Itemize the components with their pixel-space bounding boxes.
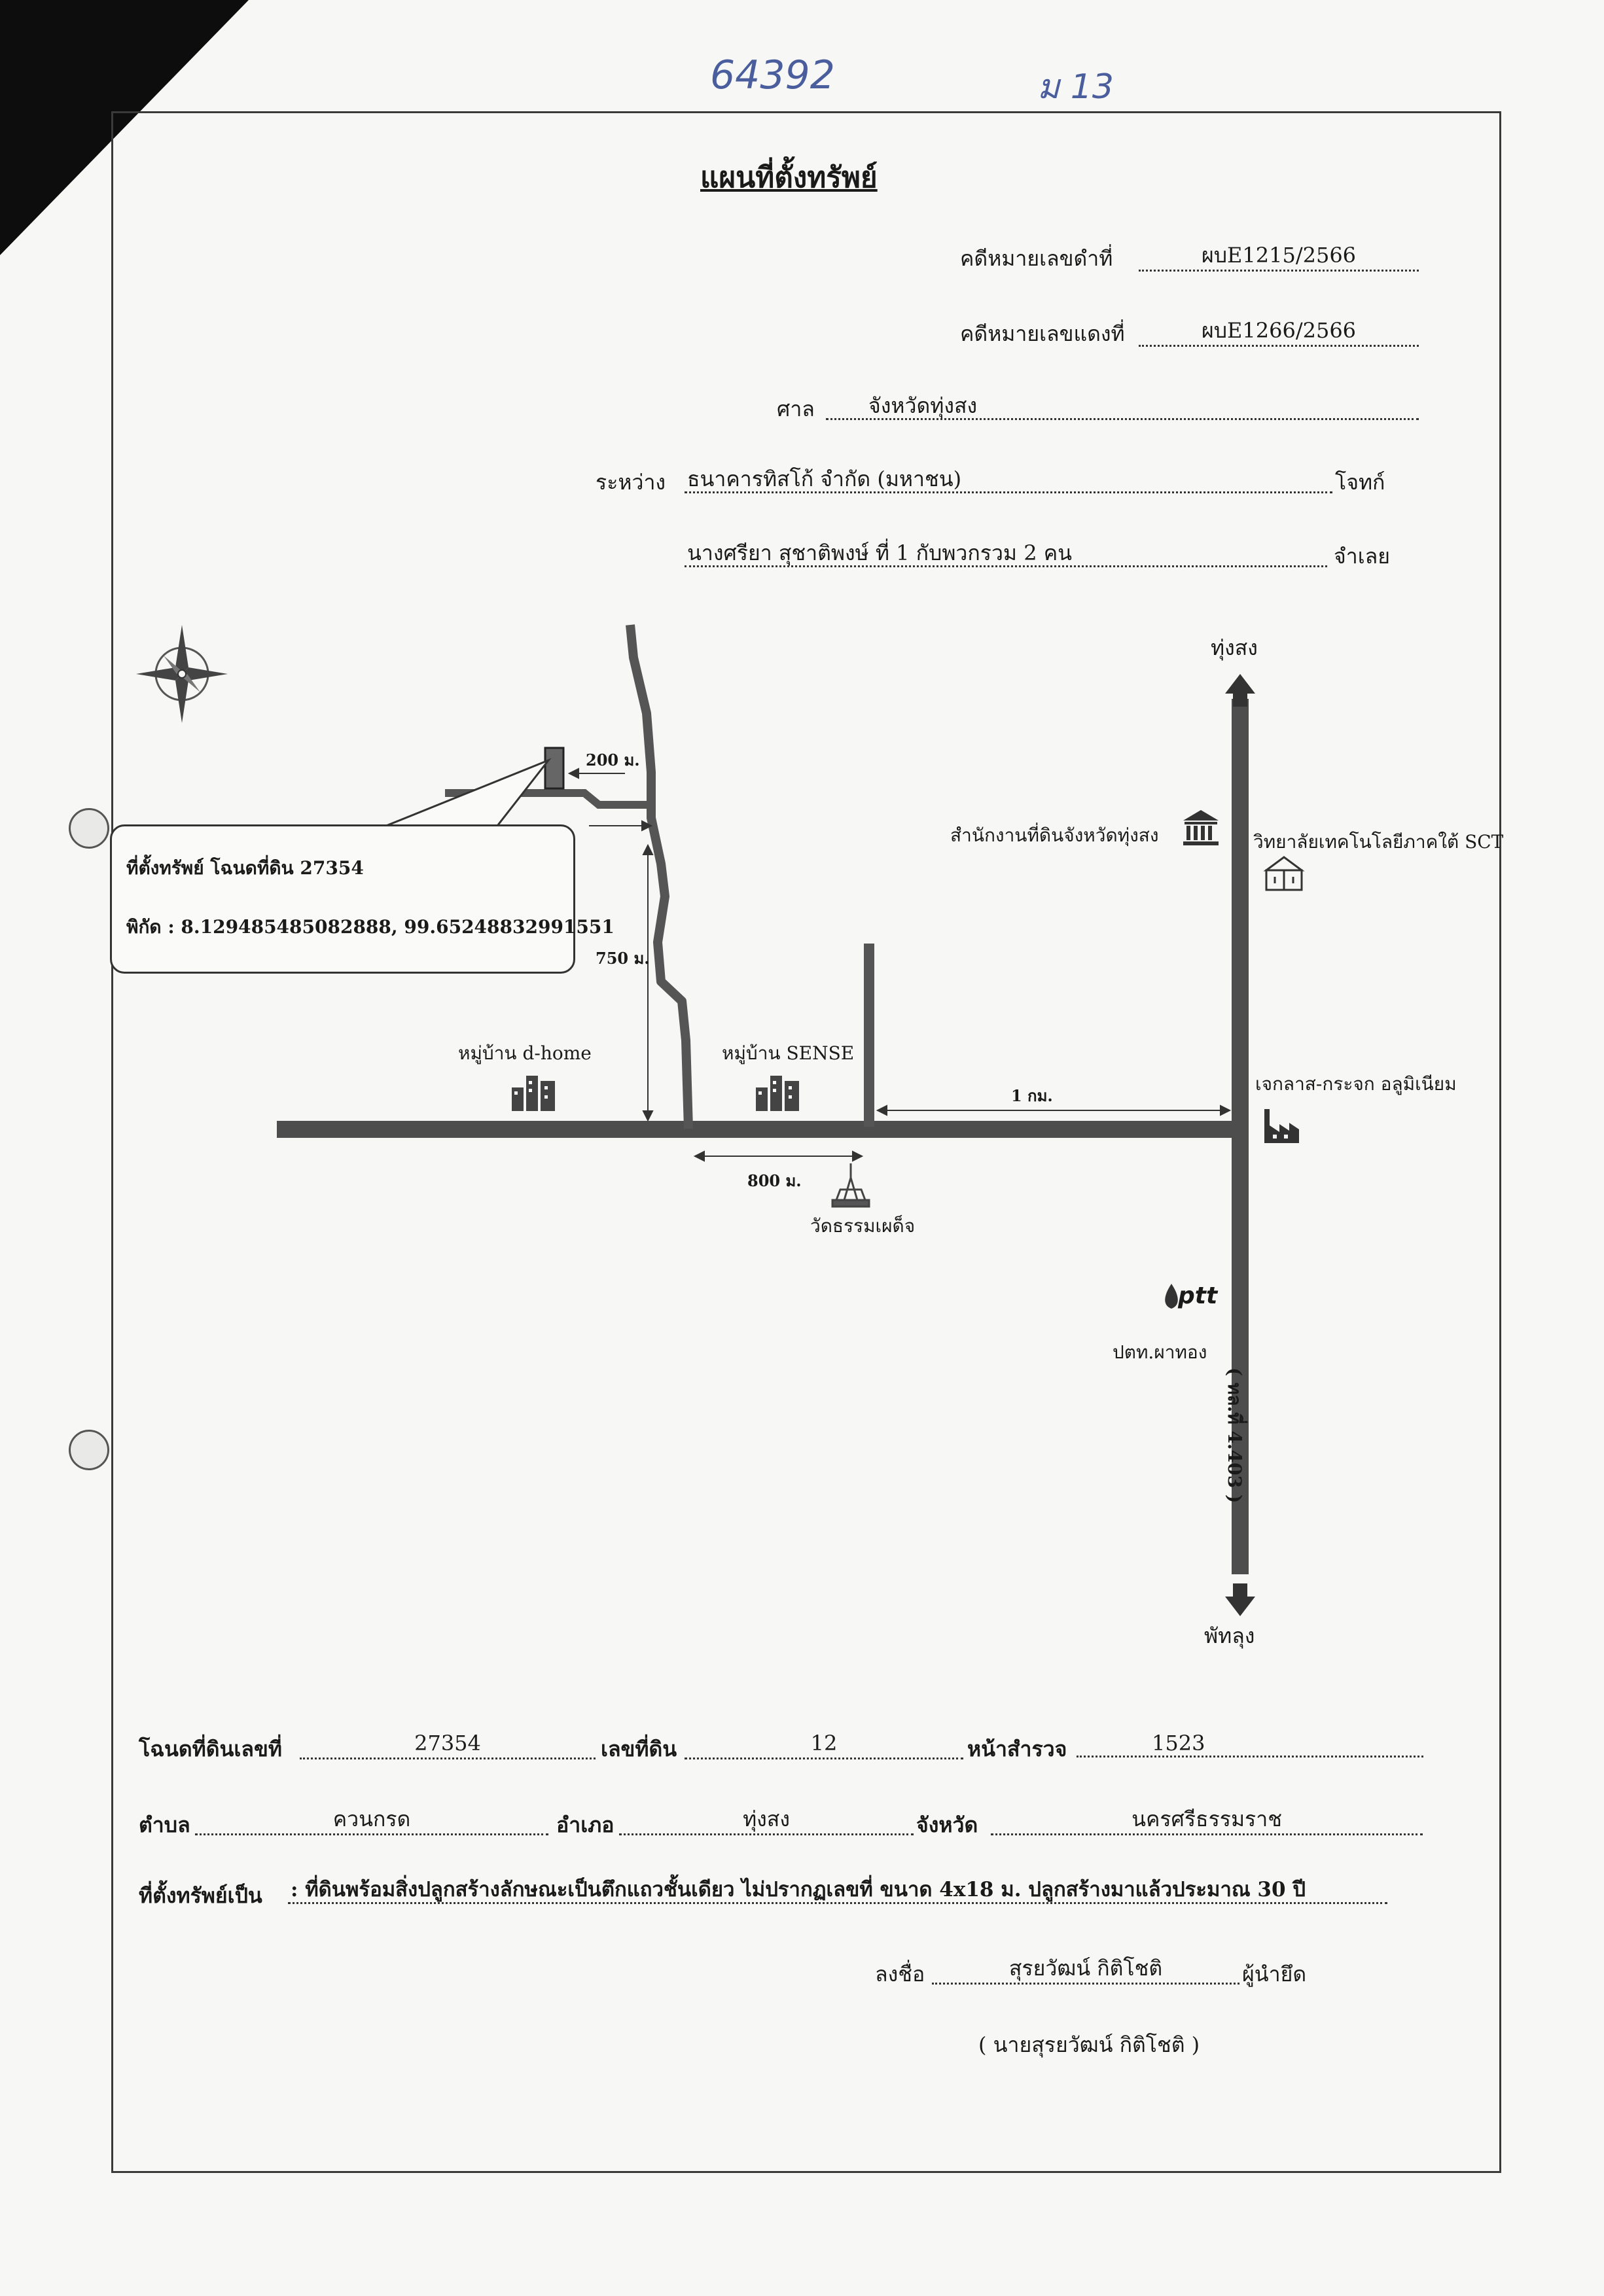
side-road-east [864, 944, 874, 1127]
arrow-north-icon [1225, 674, 1255, 707]
ptt-logo: ptt [1178, 1282, 1218, 1309]
handwritten-mark: ม 13 [1037, 67, 1114, 107]
main-road [277, 1121, 1240, 1138]
factory-label: เจกลาส-กระจก อลูมิเนียม [1255, 1073, 1457, 1095]
property-type-label: ที่ตั้งทรัพย์เป็น [139, 1883, 262, 1908]
survey-page-value: 1523 [1077, 1729, 1423, 1757]
village-sense-label: หมู่บ้าน SENSE [722, 1042, 855, 1064]
district-label: อำเภอ [556, 1812, 615, 1837]
destination-north: ทุ่งสง [1211, 635, 1258, 660]
district-value: ทุ่งสง [619, 1805, 914, 1835]
property-type-value: : ที่ดินพร้อมสิ่งปลูกสร้างลักษณะเป็นตึกแ… [288, 1875, 1387, 1904]
handwritten-number: 64392 [710, 52, 835, 98]
scan-corner-fold [0, 0, 249, 255]
survey-page-label: หน้าสำรวจ [967, 1737, 1067, 1761]
deed-value: 27354 [300, 1729, 596, 1759]
plaintiff-value: ธนาคารทิสโก้ จำกัด (มหาชน) [685, 465, 1332, 493]
red-case-value: ผบE1266/2566 [1139, 316, 1419, 347]
callout-deed: ที่ตั้งทรัพย์ โฉนดที่ดิน 27354 [126, 857, 364, 879]
plaintiff-label: โจทก์ [1335, 470, 1385, 495]
distance-800m: 800 ม. [747, 1171, 802, 1190]
highway-code: ( ทล.ที่ 4.403 ) [1224, 1368, 1245, 1504]
subdistrict-value: ควนกรด [195, 1805, 548, 1835]
defendant-value: นางศรียา สุชาติพงษ์ ที่ 1 กับพวกรวม 2 คน [685, 539, 1327, 567]
property-marker [544, 747, 565, 790]
college-label: วิทยาลัยเทคโนโลยีภาคใต้ SCT [1253, 831, 1504, 853]
defendant-label: จำเลย [1334, 544, 1391, 569]
village-sense-icon [756, 1076, 799, 1111]
subdistrict-label: ตำบล [139, 1812, 190, 1837]
distance-750m: 750 ม. [596, 949, 650, 968]
temple-icon [831, 1163, 870, 1208]
ptt-drop-icon [1165, 1284, 1178, 1309]
ptt-station-label: ปตท.ผาทอง [1113, 1341, 1207, 1363]
arrow-south-icon [1225, 1583, 1255, 1616]
document-title: แผนที่ตั้งทรัพย์ [700, 161, 878, 194]
temple-label: วัดธรรมเผด็จ [810, 1215, 916, 1237]
signature-label: ลงชื่อ [875, 1962, 925, 1987]
destination-south: พัทลุง [1204, 1623, 1255, 1648]
signature-role: ผู้นำยึด [1242, 1962, 1307, 1987]
document-frame [111, 111, 1501, 2173]
callout-coordinates: พิกัด : 8.129485485082888, 99.6524883299… [126, 916, 615, 938]
black-case-value: ผบE1215/2566 [1139, 241, 1419, 272]
punch-hole-bottom [69, 1430, 109, 1470]
printed-name: ( นายสุรยวัฒน์ กิติโชติ ) [978, 2032, 1200, 2057]
between-label: ระหว่าง [596, 470, 666, 495]
court-value: จังหวัดทุ่งสง [826, 391, 1419, 420]
punch-hole-top [69, 808, 109, 849]
callout-pointer [385, 758, 552, 827]
land-office-icon [1183, 810, 1219, 845]
distance-arrows [567, 768, 1232, 1162]
access-road [626, 624, 693, 1129]
signature-value: สุรยวัฒน์ กิติโชติ [932, 1954, 1239, 1985]
village-dhome-icon [512, 1076, 555, 1111]
distance-200m: 200 ม. [586, 751, 640, 769]
deed-label: โฉนดที่ดินเลขที่ [139, 1737, 282, 1761]
province-label: จังหวัด [916, 1812, 978, 1837]
black-case-label: คดีหมายเลขดำที่ [960, 246, 1113, 271]
factory-icon [1264, 1109, 1299, 1143]
red-case-label: คดีหมายเลขแดงที่ [960, 321, 1125, 346]
property-callout: ที่ตั้งทรัพย์ โฉนดที่ดิน 27354 พิกัด : 8… [110, 824, 615, 974]
land-office-label: สำนักงานที่ดินจังหวัดทุ่งสง [950, 824, 1159, 846]
court-label: ศาล [777, 397, 815, 421]
distance-1km: 1 กม. [1011, 1086, 1053, 1105]
land-number-label: เลขที่ดิน [601, 1737, 677, 1761]
college-icon [1263, 856, 1305, 891]
province-value: นครศรีธรรมราช [991, 1805, 1423, 1835]
village-dhome-label: หมู่บ้าน d-home [458, 1042, 592, 1064]
compass-rose-icon [136, 625, 228, 723]
land-number-value: 12 [685, 1729, 963, 1759]
